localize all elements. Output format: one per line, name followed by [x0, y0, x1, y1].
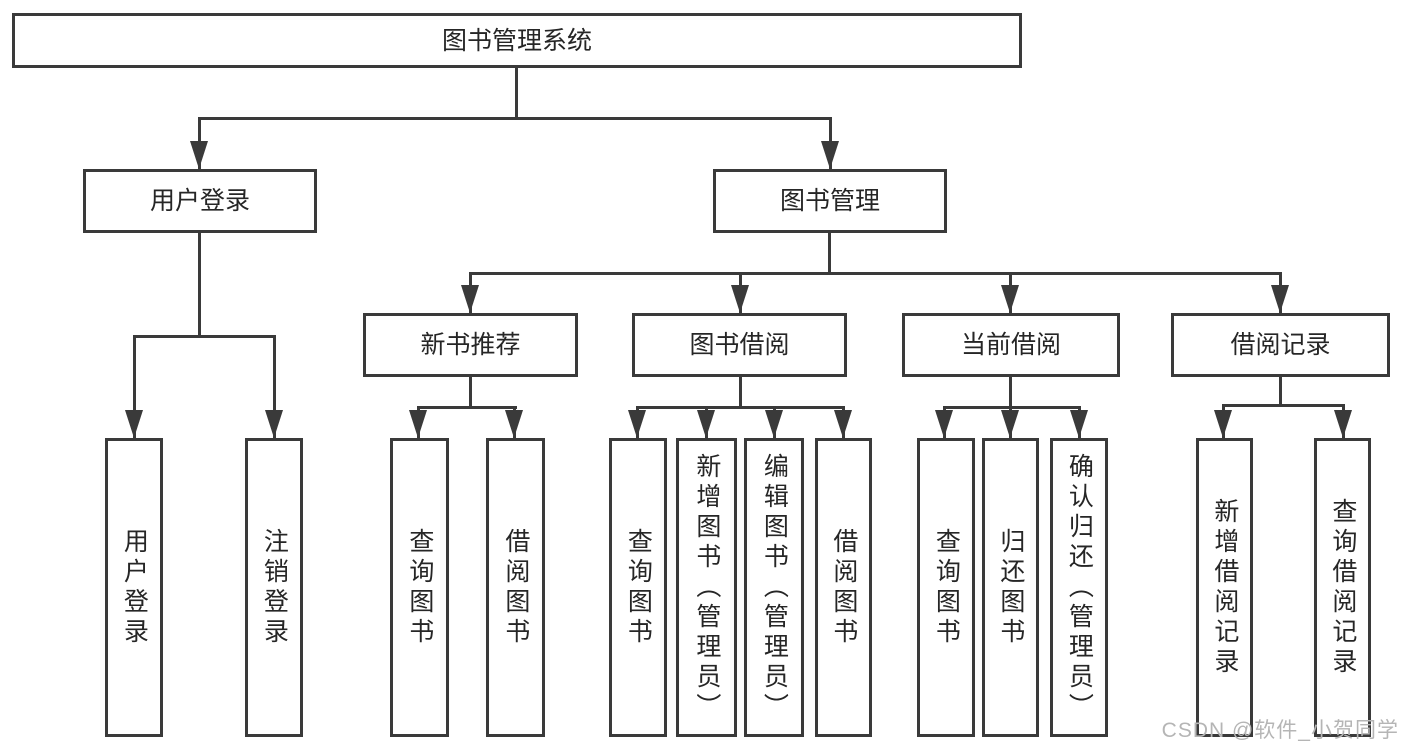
leaf-borrow-books-recommend: 借阅图书 — [486, 438, 545, 737]
node-label: 借阅记录 — [1230, 331, 1331, 359]
connector-recommend-stem — [469, 377, 472, 409]
connector-drop — [273, 335, 276, 438]
arrow-down-icon — [409, 410, 427, 438]
arrow-down-icon — [935, 410, 953, 438]
node-label: 新增图书（管理员） — [692, 452, 721, 723]
node-user-login: 用户登录 — [83, 169, 317, 233]
arrow-down-icon — [628, 410, 646, 438]
node-label: 当前借阅 — [960, 331, 1061, 359]
node-label: 编辑图书（管理员） — [760, 452, 789, 723]
arrow-down-icon — [1271, 285, 1289, 313]
arrow-down-icon — [461, 285, 479, 313]
arrow-down-icon — [1334, 410, 1352, 438]
arrow-down-icon — [1070, 410, 1088, 438]
connector-book-mgmt-stem — [828, 233, 831, 275]
arrow-down-icon — [1001, 410, 1019, 438]
arrow-down-icon — [505, 410, 523, 438]
connector-root-bar — [198, 117, 832, 120]
leaf-user-login: 用户登录 — [105, 438, 163, 737]
leaf-edit-books-admin: 编辑图书（管理员） — [744, 438, 804, 737]
connector-current-stem — [1009, 377, 1012, 409]
node-label: 查询图书 — [932, 527, 961, 648]
arrow-down-icon — [190, 141, 208, 169]
node-label: 借阅图书 — [501, 527, 530, 648]
leaf-query-borrow-record: 查询借阅记录 — [1314, 438, 1371, 737]
node-label: 图书管理 — [779, 187, 880, 215]
node-label: 借阅图书 — [829, 527, 858, 648]
node-label: 新增借阅记录 — [1210, 497, 1239, 678]
node-label: 新书推荐 — [420, 331, 521, 359]
node-label: 查询图书 — [405, 527, 434, 648]
connector-root-stem — [515, 68, 518, 118]
arrow-down-icon — [1001, 285, 1019, 313]
connector-recommend-bar — [417, 406, 517, 409]
connector-records-bar — [1222, 404, 1345, 407]
node-book-borrowing: 图书借阅 — [632, 313, 847, 377]
leaf-query-books-current: 查询图书 — [917, 438, 975, 737]
leaf-add-borrow-record: 新增借阅记录 — [1196, 438, 1253, 737]
node-label: 图书管理系统 — [441, 26, 592, 55]
arrow-down-icon — [731, 285, 749, 313]
arrow-down-icon — [1214, 410, 1232, 438]
leaf-borrow-books-borrowing: 借阅图书 — [815, 438, 872, 737]
arrow-down-icon — [834, 410, 852, 438]
node-label: 注销登录 — [260, 527, 289, 648]
node-new-book-recommend: 新书推荐 — [363, 313, 578, 377]
csdn-watermark: CSDN @软件_小贺同学 — [1161, 719, 1399, 742]
node-label: 用户登录 — [149, 187, 250, 215]
node-label: 查询图书 — [624, 527, 653, 648]
node-label: 图书借阅 — [689, 331, 790, 359]
leaf-logout: 注销登录 — [245, 438, 303, 737]
connector-user-login-bar — [133, 335, 276, 338]
node-borrow-records: 借阅记录 — [1171, 313, 1390, 377]
connector-borrowing-bar — [636, 406, 845, 409]
leaf-confirm-return-admin: 确认归还（管理员） — [1050, 438, 1108, 737]
node-book-management: 图书管理 — [713, 169, 947, 233]
connector-book-mgmt-bar — [469, 272, 1282, 275]
arrow-down-icon — [697, 410, 715, 438]
connector-current-bar — [943, 406, 1081, 409]
leaf-query-books-recommend: 查询图书 — [390, 438, 449, 737]
arrow-down-icon — [821, 141, 839, 169]
node-label: 用户登录 — [120, 527, 149, 648]
connector-borrowing-stem — [739, 377, 742, 409]
node-label: 归还图书 — [996, 527, 1025, 648]
node-label: 确认归还（管理员） — [1065, 452, 1094, 723]
node-library-management-system: 图书管理系统 — [12, 13, 1022, 68]
connector-drop — [133, 335, 136, 438]
leaf-add-books-admin: 新增图书（管理员） — [676, 438, 737, 737]
leaf-return-books: 归还图书 — [982, 438, 1039, 737]
connector-records-stem — [1279, 377, 1282, 407]
connector-user-login-stem — [198, 233, 201, 337]
node-label: 查询借阅记录 — [1328, 497, 1357, 678]
arrow-down-icon — [265, 410, 283, 438]
node-current-borrowing: 当前借阅 — [902, 313, 1120, 377]
arrow-down-icon — [765, 410, 783, 438]
leaf-query-books-borrowing: 查询图书 — [609, 438, 667, 737]
arrow-down-icon — [125, 410, 143, 438]
